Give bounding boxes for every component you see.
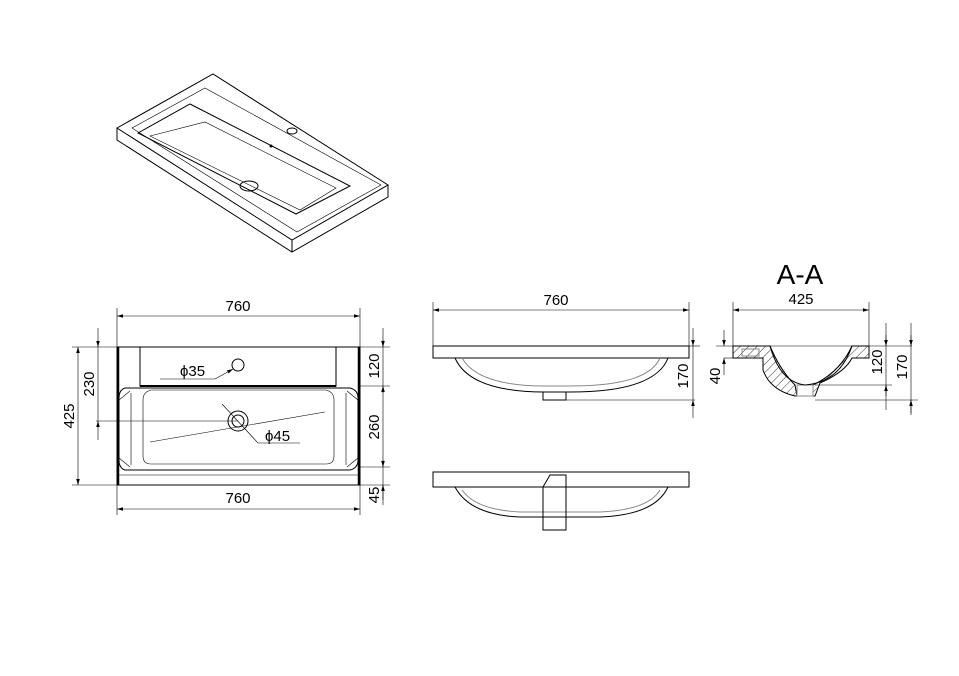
top-width-dim: 760 xyxy=(225,298,250,315)
back-dim: 120 xyxy=(366,353,383,378)
section-title: A-A xyxy=(777,259,824,290)
top-view: ϕ35 ϕ45 760 760 425 230 120 260 45 xyxy=(61,298,390,515)
side-view: 760 170 xyxy=(432,292,700,418)
bottom-width-dim: 760 xyxy=(225,490,250,507)
bottom-view xyxy=(432,471,690,531)
section-width-dim: 425 xyxy=(788,291,813,308)
depth-dim: 425 xyxy=(61,403,78,428)
front-dim: 45 xyxy=(366,487,383,504)
section-basin-dim: 120 xyxy=(869,349,886,374)
side-height-dim: 170 xyxy=(675,363,692,388)
side-width-dim: 760 xyxy=(543,292,568,309)
tap-hole-label: ϕ35 xyxy=(180,363,205,380)
drain-hole-label: ϕ45 xyxy=(265,428,290,445)
basin-dim: 260 xyxy=(366,414,383,439)
rim-dim: 40 xyxy=(707,368,724,385)
section-height-dim: 170 xyxy=(894,354,911,379)
section-a-a: A-A 425 40 120 170 xyxy=(707,259,918,415)
isometric-view xyxy=(116,73,389,253)
drain-offset-dim: 230 xyxy=(81,371,98,396)
